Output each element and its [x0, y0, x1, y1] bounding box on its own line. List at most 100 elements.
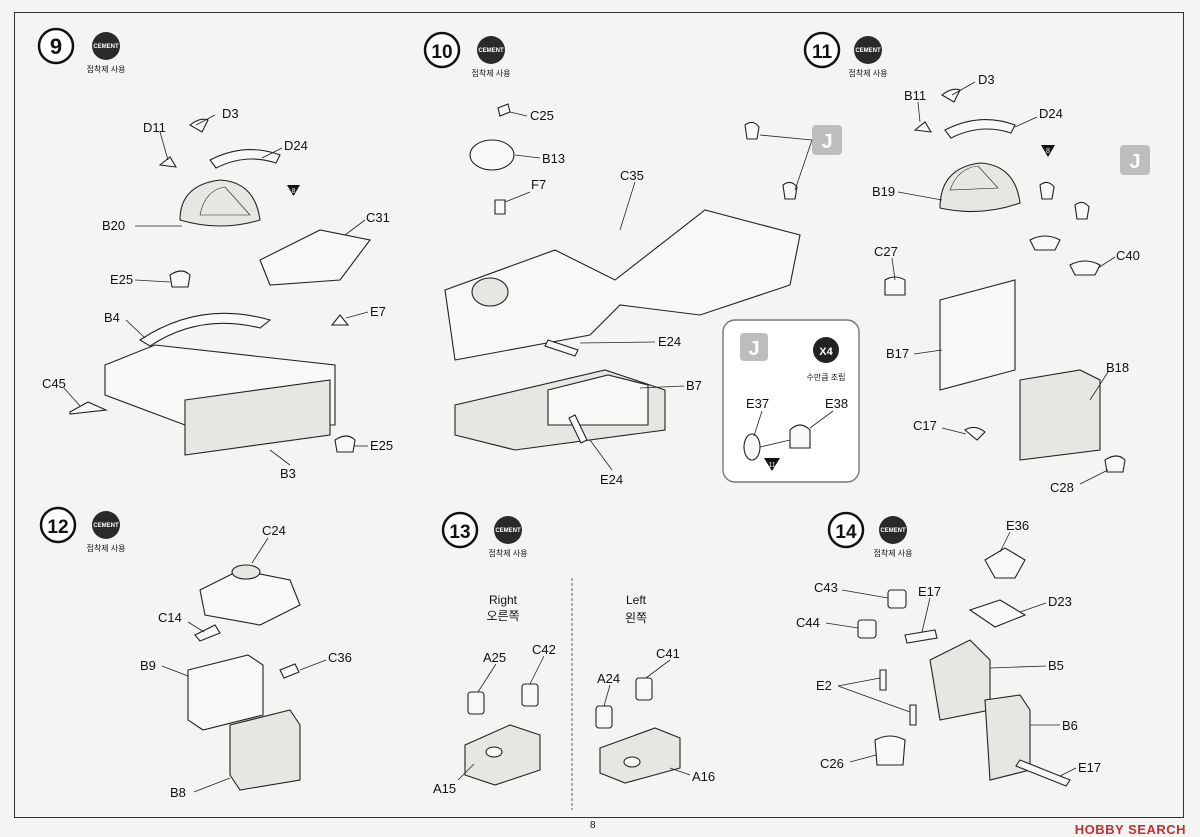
step-9: 9 CEMENT 접착제 사용 8 D3 D11 D24 — [37, 27, 393, 481]
j-leader-a — [759, 134, 813, 141]
label-e25b: E25 — [370, 438, 393, 453]
leader-d11 — [159, 131, 169, 161]
leader-e17b — [1059, 767, 1077, 777]
step10-number: 10 — [431, 42, 452, 63]
label-e37: E37 — [746, 396, 769, 411]
part-b20 — [179, 179, 261, 227]
leader-d3 — [951, 81, 976, 96]
leader-c25 — [509, 111, 528, 117]
label-c28: C28 — [1050, 480, 1074, 495]
part-c17 — [964, 426, 986, 441]
cement-note: 접착제 사용 — [86, 64, 125, 74]
c24-cupola — [231, 564, 261, 580]
part-c25 — [497, 103, 511, 117]
right-title-ko: 오른쪽 — [486, 609, 519, 623]
leader-e2b — [837, 685, 911, 713]
leader-e24b — [589, 439, 613, 471]
label-a25: A25 — [483, 650, 506, 665]
times-text: X4 — [819, 346, 833, 358]
part-e37 — [743, 433, 761, 461]
step11-badge — [803, 31, 841, 69]
label-e25: E25 — [110, 272, 133, 287]
part-b7 — [547, 374, 649, 426]
leader-b18 — [1089, 371, 1109, 401]
part-b18 — [1019, 369, 1101, 461]
sub-j-tag-text: J — [748, 338, 759, 360]
step10-badge — [423, 31, 461, 69]
label-c17: C17 — [913, 418, 937, 433]
part-d3 — [189, 118, 209, 133]
label-b19: B19 — [872, 184, 895, 199]
part-d11 — [158, 156, 178, 168]
label-e17b: E17 — [1078, 760, 1101, 775]
cement-badge-text: CEMENT — [478, 48, 504, 54]
part-c41 — [635, 677, 653, 701]
page-number: 8 — [590, 820, 596, 831]
cement-badge-text: CEMENT — [855, 48, 881, 54]
a16-socket — [623, 756, 641, 768]
label-d3: D3 — [222, 106, 239, 121]
label-b3: B3 — [280, 466, 296, 481]
ref-arrow-8b — [1041, 145, 1055, 157]
leader-b19 — [897, 191, 943, 201]
cement-icon — [854, 36, 882, 64]
label-b20: B20 — [102, 218, 125, 233]
part-a25 — [467, 691, 485, 715]
part-d24 — [944, 119, 1016, 139]
part-b6 — [984, 694, 1031, 781]
j-wheel-bottom — [782, 181, 798, 200]
label-c26: C26 — [820, 756, 844, 771]
leader-b9 — [161, 665, 189, 677]
leader-e36 — [999, 531, 1011, 553]
j-wheel-top — [744, 121, 760, 140]
label-f7: F7 — [531, 177, 546, 192]
part-e25-bottom — [334, 435, 356, 453]
leader-d24 — [1014, 116, 1038, 128]
part-c43 — [887, 589, 907, 609]
part-b13 — [469, 139, 515, 171]
times-note: 수만큼 조립 — [806, 373, 845, 382]
cement-icon — [879, 516, 907, 544]
label-c36: C36 — [328, 650, 352, 665]
part-c45 — [69, 401, 109, 415]
step-14: 14 CEMENT 접착제 사용 E36 C43 E17 D23 C44 B5 … — [796, 511, 1101, 787]
leader-e7 — [345, 311, 369, 319]
part-b3 — [184, 379, 331, 456]
j-tag — [812, 125, 842, 155]
cement-icon — [92, 32, 120, 60]
leader-d23 — [1019, 602, 1047, 613]
part-f7 — [494, 199, 506, 215]
cement-icon — [92, 511, 120, 539]
leader-c26 — [849, 754, 877, 763]
leader-c31 — [344, 219, 366, 236]
ref-arrow-8 — [287, 185, 300, 196]
leader-c45 — [63, 387, 81, 407]
part-b17 — [939, 279, 1016, 391]
watermark-logo: HOBBY SEARCH — [1074, 822, 1186, 837]
label-c14: C14 — [158, 610, 182, 625]
label-b7: B7 — [686, 378, 702, 393]
label-c25: C25 — [530, 108, 554, 123]
b20-grill — [199, 186, 251, 216]
part-c44 — [857, 619, 877, 639]
label-c42: C42 — [532, 642, 556, 657]
cement-icon — [494, 516, 522, 544]
part-c26 — [874, 735, 906, 766]
page-frame — [14, 12, 1184, 818]
label-c24: C24 — [262, 523, 286, 538]
left-title-ko: 왼쪽 — [625, 611, 647, 625]
part-e2-a — [879, 669, 887, 691]
step12-badge — [39, 506, 77, 544]
label-e24b: E24 — [600, 472, 623, 487]
cement-badge-text: CEMENT — [495, 528, 521, 534]
label-b4: B4 — [104, 310, 120, 325]
label-b13: B13 — [542, 151, 565, 166]
part-e38 — [789, 424, 811, 449]
label-e7: E7 — [370, 304, 386, 319]
leader-c43 — [841, 589, 889, 599]
label-c45: C45 — [42, 376, 66, 391]
part-c14 — [194, 624, 221, 642]
label-b6: B6 — [1062, 718, 1078, 733]
leader-c42 — [529, 655, 545, 685]
